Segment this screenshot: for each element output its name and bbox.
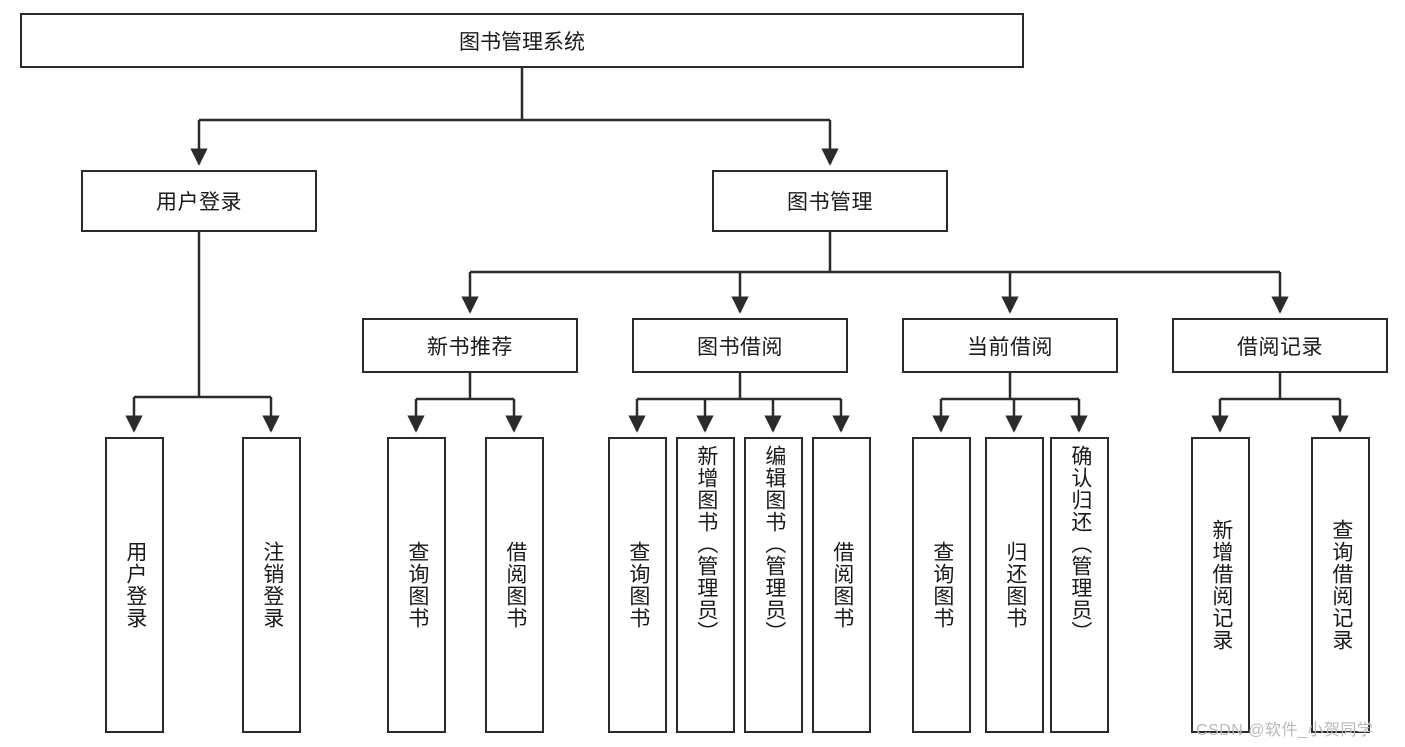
leaf-add-borrow-record[interactable]: 新增借阅记录 xyxy=(1191,437,1250,733)
leaf-confirm-return-admin[interactable]: 确认归还（管理员） xyxy=(1050,437,1109,733)
node-label: 借阅图书 xyxy=(830,541,854,629)
node-label: 用户登录 xyxy=(156,191,242,214)
node-label: 查询借阅记录 xyxy=(1329,519,1353,651)
node-label: 借阅记录 xyxy=(1237,335,1323,359)
node-label: 当前借阅 xyxy=(967,335,1053,359)
leaf-edit-book-admin[interactable]: 编辑图书（管理员） xyxy=(744,437,803,733)
leaf-borrow-book-new[interactable]: 借阅图书 xyxy=(485,437,544,733)
leaf-query-book-new[interactable]: 查询图书 xyxy=(387,437,446,733)
leaf-borrow-book[interactable]: 借阅图书 xyxy=(812,437,871,733)
leaf-query-book-current[interactable]: 查询图书 xyxy=(912,437,971,733)
node-label: 新增图书（管理员） xyxy=(694,445,718,643)
node-label: 注销登录 xyxy=(260,541,284,629)
node-label: 查询图书 xyxy=(405,541,429,629)
leaf-add-book-admin[interactable]: 新增图书（管理员） xyxy=(676,437,735,733)
node-label: 图书借阅 xyxy=(697,335,783,359)
leaf-user-login[interactable]: 用户登录 xyxy=(105,437,164,733)
node-root-system[interactable]: 图书管理系统 xyxy=(20,13,1024,68)
node-label: 查询图书 xyxy=(930,541,954,629)
leaf-logout[interactable]: 注销登录 xyxy=(242,437,301,733)
node-label: 查询图书 xyxy=(626,541,650,629)
node-label: 归还图书 xyxy=(1003,541,1027,629)
node-new-book-recommend[interactable]: 新书推荐 xyxy=(362,318,578,373)
node-borrow-record[interactable]: 借阅记录 xyxy=(1172,318,1388,373)
leaf-query-borrow-record[interactable]: 查询借阅记录 xyxy=(1311,437,1370,733)
node-book-management[interactable]: 图书管理 xyxy=(712,170,948,232)
leaf-return-book[interactable]: 归还图书 xyxy=(985,437,1044,733)
node-label: 图书管理 xyxy=(787,191,873,214)
node-label: 新增借阅记录 xyxy=(1209,519,1233,651)
node-label: 图书管理系统 xyxy=(459,30,585,54)
node-label: 确认归还（管理员） xyxy=(1068,445,1092,643)
node-user-login[interactable]: 用户登录 xyxy=(81,170,317,232)
csdn-watermark: CSDN @软件_小贺同学 xyxy=(1196,722,1374,739)
leaf-query-book-borrow[interactable]: 查询图书 xyxy=(608,437,667,733)
node-label: 用户登录 xyxy=(123,541,147,629)
node-book-borrow[interactable]: 图书借阅 xyxy=(632,318,848,373)
node-label: 编辑图书（管理员） xyxy=(762,445,786,643)
node-current-borrow[interactable]: 当前借阅 xyxy=(902,318,1118,373)
node-label: 新书推荐 xyxy=(427,335,513,359)
node-label: 借阅图书 xyxy=(503,541,527,629)
